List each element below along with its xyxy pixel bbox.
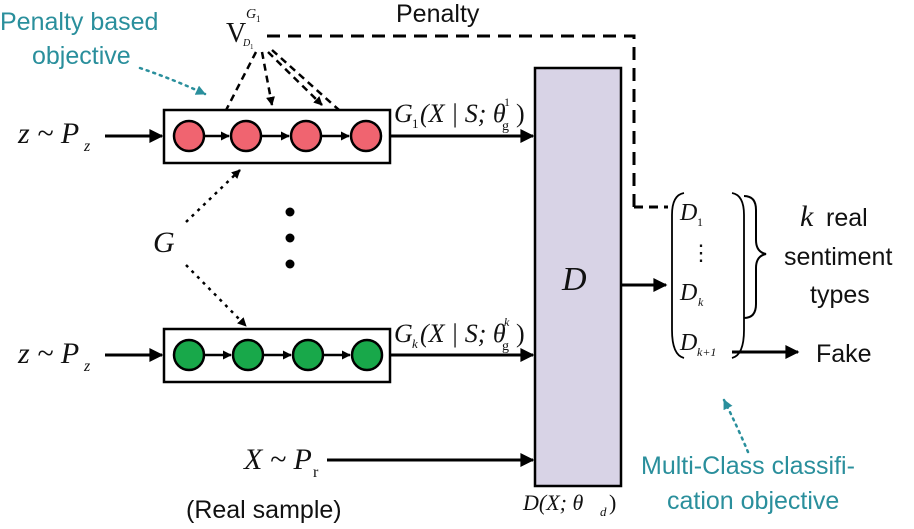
real-sample-label: (Real sample) [186, 496, 342, 524]
generator-gk-nodes [172, 338, 384, 372]
svg-text:g: g [502, 339, 509, 354]
g1-output-label: G 1 (X | S; θ g 1 ) [394, 95, 525, 134]
svg-text:1: 1 [504, 95, 510, 109]
real-types-brace [743, 195, 767, 319]
svg-text:types: types [810, 281, 870, 309]
x-dist-label: X ~ P r [243, 443, 319, 481]
v-g1-d1-label: V G 1 D 1 [226, 7, 261, 51]
output-vdots: ⋮ [690, 240, 712, 265]
svg-text:): ) [609, 490, 616, 515]
svg-text:r: r [313, 464, 319, 481]
svg-text:1: 1 [697, 215, 703, 229]
svg-text:1: 1 [412, 116, 419, 131]
svg-text:D: D [679, 330, 697, 356]
penalty-feedback-line [266, 34, 636, 207]
multiclass-objective-line2: cation objective [667, 487, 839, 515]
penalty-objective-pointer [138, 66, 207, 96]
penalty-objective-label-line2: objective [32, 42, 131, 70]
g-label: G [153, 226, 175, 259]
svg-text:D: D [242, 38, 251, 49]
svg-text:(X | S; θ: (X | S; θ [420, 99, 506, 128]
svg-text:D: D [679, 200, 697, 226]
svg-text:G: G [246, 7, 256, 22]
output-d1: D 1 [679, 200, 703, 229]
svg-text:z: z [83, 138, 91, 155]
svg-text:k: k [412, 336, 418, 351]
generator-ellipsis [285, 207, 295, 269]
multiclass-objective-line1: Multi-Class classifi- [641, 452, 855, 480]
g-to-generators-arrows [185, 169, 247, 327]
svg-text:G: G [394, 99, 413, 128]
penalty-objective-label-line1: Penalty based [0, 8, 158, 36]
output-dk1: D k+1 [679, 330, 716, 359]
svg-text:k: k [504, 315, 510, 329]
svg-text:D: D [679, 280, 697, 306]
svg-text:k+1: k+1 [697, 345, 716, 359]
discriminator-params-label: D(X; θ d ) [522, 490, 616, 519]
svg-text:X ~ P: X ~ P [243, 443, 312, 476]
z-dist-bottom-label: z ~ P z [17, 337, 91, 375]
svg-text:): ) [516, 319, 525, 348]
svg-text:z ~ P: z ~ P [17, 117, 79, 150]
svg-text:V: V [226, 18, 246, 49]
svg-text:d: d [600, 504, 607, 519]
v-to-nodes-arrows [220, 49, 349, 119]
penalty-label: Penalty [396, 0, 480, 28]
output-vector-brackets [671, 192, 745, 359]
discriminator-box [533, 66, 623, 488]
svg-text:z: z [83, 358, 91, 375]
real-sentiment-types-label: k real sentiment types [784, 200, 892, 309]
svg-text:g: g [502, 119, 509, 134]
svg-text:): ) [516, 99, 525, 128]
svg-text:1: 1 [256, 14, 261, 24]
gk-output-label: G k (X | S; θ g k ) [394, 315, 525, 354]
svg-text:real: real [826, 204, 868, 232]
svg-text:1: 1 [250, 43, 254, 51]
svg-text:(X | S; θ: (X | S; θ [420, 319, 506, 348]
svg-text:z ~ P: z ~ P [17, 337, 79, 370]
svg-text:k: k [800, 200, 814, 233]
svg-text:D(X; θ: D(X; θ [522, 490, 583, 515]
output-dk: D k [679, 280, 704, 309]
svg-text:k: k [698, 295, 704, 309]
multiclass-pointer [722, 398, 750, 454]
discriminator-label: D [561, 261, 587, 298]
z-dist-top-label: z ~ P z [17, 117, 91, 155]
generator-g1-nodes [172, 119, 383, 153]
fake-label: Fake [816, 340, 872, 368]
svg-text:sentiment: sentiment [784, 243, 892, 271]
svg-text:G: G [394, 319, 413, 348]
